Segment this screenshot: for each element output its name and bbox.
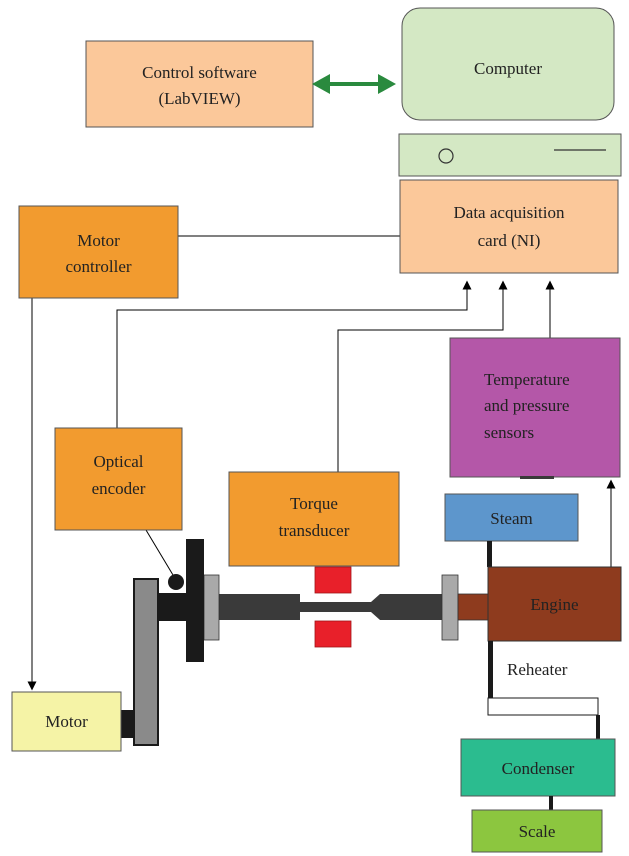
computer-block: Computer <box>398 7 622 177</box>
encoder-pickup-line <box>145 529 177 581</box>
motor-block: Motor <box>11 691 122 752</box>
torque-transducer-block: Torque transducer <box>228 471 400 567</box>
shaft-assembly <box>150 539 489 662</box>
motor-label: Motor <box>45 712 88 731</box>
flywheel-coupling-flange <box>203 574 220 641</box>
control-software-label-2: (LabVIEW) <box>158 89 240 108</box>
belt-drive <box>121 578 159 746</box>
motor-controller-label-1: Motor <box>77 231 120 250</box>
shaft-right <box>380 594 442 620</box>
sensors-label-2: and pressure <box>484 396 569 415</box>
torque-to-daq-arrow <box>337 280 508 472</box>
steam-block: Steam <box>444 493 579 542</box>
engine-block: Engine <box>487 566 622 642</box>
optical-encoder-block: Optical encoder <box>54 427 183 531</box>
exhaust-pipe <box>488 641 493 698</box>
temperature-pressure-sensors-block: Temperature and pressure sensors <box>449 337 621 479</box>
shaft-taper-right <box>371 594 380 620</box>
daq-label-1: Data acquisition <box>454 203 565 222</box>
computer-case <box>398 133 622 177</box>
flywheel-disc <box>186 539 204 662</box>
torque-sensor-pad-bottom <box>314 620 352 648</box>
engine-input-shaft <box>457 593 489 621</box>
optical-encoder-label-2: encoder <box>92 479 146 498</box>
engine-label: Engine <box>530 595 578 614</box>
data-acquisition-card-block: Data acquisition card (NI) <box>399 179 619 274</box>
reheater-label: Reheater <box>507 660 568 679</box>
steam-pipe <box>487 541 492 567</box>
torque-transducer-label-1: Torque <box>290 494 338 513</box>
condenser-outlet-pipe <box>549 796 553 810</box>
engine-coupling-flange <box>441 574 459 641</box>
sensors-label-3: sensors <box>484 423 534 442</box>
reheater-block <box>487 697 599 716</box>
power-button-icon <box>438 148 454 164</box>
encoder-to-daq-arrow <box>116 280 472 428</box>
control-software-block: Control software (LabVIEW) <box>85 40 314 128</box>
motor-controller-label-2: controller <box>65 257 131 276</box>
optical-encoder-label-1: Optical <box>93 452 143 471</box>
scale-block: Scale <box>471 809 603 853</box>
reheater-pipe <box>596 715 600 739</box>
sensors-label-1: Temperature <box>484 370 570 389</box>
shaft-taper-left <box>292 594 300 620</box>
torque-sensor-pad-top <box>314 566 352 594</box>
computer-label: Computer <box>474 59 542 78</box>
condenser-label: Condenser <box>502 759 575 778</box>
motor-controller-block: Motor controller <box>18 205 179 299</box>
steam-label: Steam <box>490 509 533 528</box>
shaft-left <box>218 594 292 620</box>
scale-label: Scale <box>519 822 556 841</box>
torque-transducer-label-2: transducer <box>279 521 350 540</box>
sensor-connector <box>520 476 554 479</box>
condenser-block: Condenser <box>460 738 616 797</box>
daq-label-2: card (NI) <box>478 231 541 250</box>
control-software-label-1: Control software <box>142 63 257 82</box>
shaft-middle <box>299 602 371 612</box>
drive-belt <box>133 578 159 746</box>
encoder-pickup-icon <box>168 574 184 590</box>
software-computer-link-arrow <box>312 74 396 94</box>
motor-shaft <box>121 710 134 738</box>
